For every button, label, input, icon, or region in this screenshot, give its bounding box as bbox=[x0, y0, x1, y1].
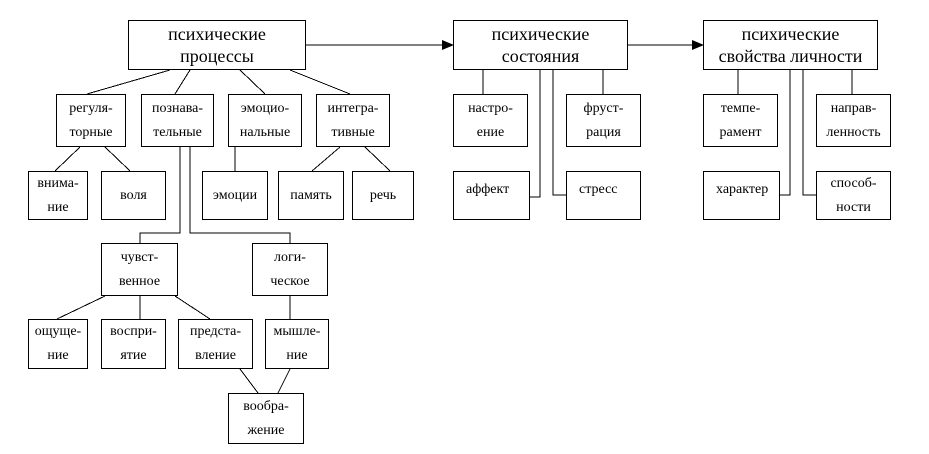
node-text-line: темпе- bbox=[720, 100, 761, 116]
link-processes-cognitive bbox=[174, 69, 191, 95]
node-cognitive: познава-тельные bbox=[141, 94, 214, 147]
node-text-line: логи- bbox=[274, 249, 306, 265]
node-text-line: тивные bbox=[331, 124, 375, 140]
node-text-line: эмоции bbox=[212, 187, 258, 203]
link-integrative-memory bbox=[311, 146, 341, 172]
node-text-line: направ- bbox=[830, 100, 877, 116]
node-text-line: свойства личности bbox=[718, 46, 863, 66]
node-text-line: ятие bbox=[120, 348, 147, 363]
node-text-line: вообра- bbox=[243, 398, 289, 414]
node-integrative: интегра-тивные bbox=[316, 94, 390, 147]
node-text-line: ческое bbox=[270, 273, 310, 289]
node-text-line: интегра- bbox=[327, 100, 379, 116]
node-thinking: мышле-ние bbox=[265, 319, 329, 369]
node-text-line: психические bbox=[168, 24, 266, 44]
link-states-affect bbox=[530, 70, 541, 198]
node-logical: логи-ческое bbox=[252, 243, 328, 296]
node-affect: аффект bbox=[453, 171, 530, 220]
node-text-line: память bbox=[290, 187, 332, 203]
node-text-line: нальные bbox=[239, 124, 291, 140]
node-text-line: вление bbox=[195, 348, 236, 363]
node-emotions: эмоции bbox=[202, 171, 268, 220]
node-text-line: характер bbox=[716, 182, 769, 197]
node-text-line: ние bbox=[47, 348, 69, 363]
link-cognitive-sensory bbox=[139, 147, 181, 243]
node-text-line: ности bbox=[836, 199, 871, 215]
node-imagination: вообра-жение bbox=[228, 393, 304, 444]
link-properties-character bbox=[780, 70, 791, 196]
node-memory: память bbox=[278, 171, 344, 220]
link-processes-integrative bbox=[289, 69, 351, 95]
link-regulatory-attention bbox=[54, 146, 81, 172]
link-sensory-representation bbox=[174, 295, 211, 320]
node-text-line: чувст- bbox=[120, 249, 159, 265]
node-text-line: настро- bbox=[468, 100, 513, 116]
link-integrative-speech bbox=[364, 146, 391, 172]
node-frustration: фруст-рация bbox=[566, 94, 641, 147]
node-text-line: ние bbox=[286, 348, 308, 363]
node-text-line: познава- bbox=[151, 100, 204, 116]
node-text-line: регуля- bbox=[69, 100, 113, 116]
node-text-line: жение bbox=[247, 422, 285, 438]
node-text-line: психические bbox=[741, 24, 840, 44]
node-representation: предста-вление bbox=[178, 319, 253, 369]
node-emotional: эмоцио-нальные bbox=[228, 94, 302, 147]
node-character: характер bbox=[703, 171, 780, 220]
node-text-line: предста- bbox=[189, 324, 242, 339]
link-processes-emotional bbox=[239, 69, 266, 95]
node-text-line: ощуще- bbox=[34, 324, 82, 339]
link-representation-imagination bbox=[239, 368, 259, 394]
node-mood: настро-ение bbox=[453, 94, 528, 147]
node-text-line: мышле- bbox=[273, 324, 321, 339]
node-text-line: состояния bbox=[501, 46, 580, 66]
node-text-line: способ- bbox=[830, 175, 877, 191]
node-text-line: речь bbox=[369, 187, 397, 203]
node-text-line: венное bbox=[118, 273, 161, 289]
node-text-line: рация bbox=[586, 124, 621, 140]
link-thinking-imagination bbox=[277, 368, 291, 394]
node-orientation: направ-ленность bbox=[816, 94, 891, 147]
node-text-line: аффект bbox=[466, 182, 510, 197]
node-text-line: тельные bbox=[153, 124, 202, 140]
link-sensory-sensation bbox=[56, 295, 106, 320]
link-regulatory-will bbox=[104, 146, 131, 172]
link-properties-abilities bbox=[802, 70, 816, 196]
node-stress: стресс bbox=[566, 171, 641, 220]
node-will: воля bbox=[101, 171, 166, 220]
node-text-line: рамент bbox=[719, 124, 762, 140]
node-text-line: ленность bbox=[826, 124, 881, 140]
node-text-line: воспри- bbox=[110, 324, 157, 339]
node-attention: внима-ние bbox=[28, 171, 88, 220]
node-text-line: психические bbox=[491, 24, 590, 44]
node-speech: речь bbox=[352, 171, 414, 220]
node-abilities: способ-ности bbox=[816, 171, 891, 220]
node-sensory: чувст-венное bbox=[101, 243, 178, 296]
node-text-line: торные bbox=[69, 124, 113, 140]
link-processes-regulatory bbox=[86, 69, 171, 95]
node-regulatory: регуля-торные bbox=[56, 94, 126, 147]
node-perception: воспри-ятие bbox=[101, 319, 166, 369]
link-states-stress bbox=[552, 70, 566, 196]
node-text-line: ение bbox=[476, 124, 505, 140]
node-temperament: темпе-рамент bbox=[703, 94, 778, 147]
node-text-line: воля bbox=[120, 187, 147, 203]
node-text-line: стресс bbox=[579, 182, 618, 197]
node-text-line: ние bbox=[47, 199, 69, 215]
node-text-line: внима- bbox=[37, 175, 79, 191]
node-text-line: фруст- bbox=[583, 100, 624, 116]
node-text-line: процессы bbox=[180, 46, 254, 66]
link-cognitive-logical bbox=[189, 147, 291, 243]
node-text-line: эмоцио- bbox=[240, 100, 290, 116]
node-sensation: ощуще-ние bbox=[28, 319, 88, 369]
